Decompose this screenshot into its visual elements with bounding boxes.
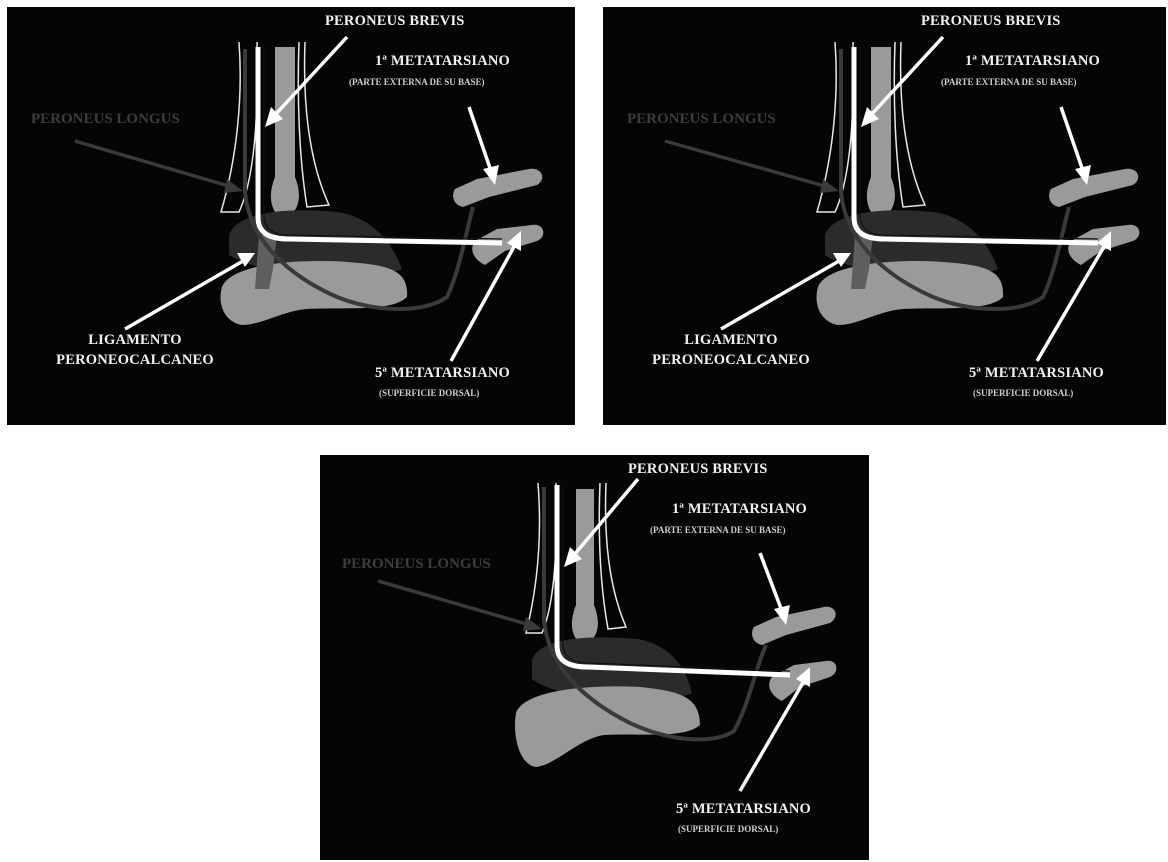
diagram-panel-2: PERONEUS BREVIS PERONEUS LONGUS 1ª METAT… bbox=[603, 7, 1166, 425]
ligament-label-line1: LIGAMENTO bbox=[35, 332, 235, 349]
tibia-outline bbox=[894, 42, 925, 207]
calcaneus-bone bbox=[221, 261, 408, 325]
metatarsal-5-sublabel: (SUPERFICIE DORSAL) bbox=[678, 824, 778, 834]
metatarsal-5-sublabel: (SUPERFICIE DORSAL) bbox=[379, 388, 479, 398]
metatarsal-1-sublabel: (PARTE EXTERNA DE SU BASE) bbox=[349, 77, 485, 87]
metatarsal-1-sublabel: (PARTE EXTERNA DE SU BASE) bbox=[941, 77, 1077, 87]
metatarsal-5-label: 5ª METATARSIANO bbox=[676, 801, 811, 818]
peroneus-longus-label: PERONEUS LONGUS bbox=[31, 111, 180, 128]
metatarsal-1-label: 1ª METATARSIANO bbox=[375, 53, 510, 70]
central-bone bbox=[867, 47, 895, 217]
metatarsal-5-label: 5ª METATARSIANO bbox=[375, 365, 510, 382]
peroneus-brevis-label: PERONEUS BREVIS bbox=[325, 13, 465, 30]
peroneus-brevis-label: PERONEUS BREVIS bbox=[628, 461, 768, 478]
arrow-peroneus-longus bbox=[75, 141, 243, 193]
metatarsal-5-sublabel: (SUPERFICIE DORSAL) bbox=[973, 388, 1073, 398]
metatarsal-1-bone bbox=[453, 169, 542, 207]
ligament-label-line1: LIGAMENTO bbox=[631, 332, 831, 349]
metatarsal-1-label: 1ª METATARSIANO bbox=[965, 53, 1100, 70]
ligament-label-line2: PERONEOCALCANEO bbox=[35, 352, 235, 369]
fibula-outline bbox=[526, 483, 556, 633]
peroneus-longus-label: PERONEUS LONGUS bbox=[342, 556, 491, 573]
metatarsal-1-bone bbox=[1049, 169, 1138, 207]
diagram-panel-3: PERONEUS BREVIS PERONEUS LONGUS 1ª METAT… bbox=[320, 455, 869, 860]
calcaneus-bone bbox=[817, 261, 1004, 325]
arrow-metatarsal-1 bbox=[469, 107, 499, 185]
tibia-outline bbox=[298, 42, 329, 207]
arrow-metatarsal-1 bbox=[760, 553, 790, 625]
diagram-panel-1: PERONEUS BREVIS PERONEUS LONGUS 1ª METAT… bbox=[7, 7, 575, 425]
calcaneus-bone bbox=[515, 686, 700, 767]
peroneus-longus-label: PERONEUS LONGUS bbox=[627, 111, 776, 128]
arrow-peroneus-longus bbox=[378, 581, 542, 631]
metatarsal-1-label: 1ª METATARSIANO bbox=[672, 501, 807, 518]
central-bone bbox=[271, 47, 299, 217]
peroneus-brevis-label: PERONEUS BREVIS bbox=[921, 13, 1061, 30]
metatarsal-5-label: 5ª METATARSIANO bbox=[969, 365, 1104, 382]
central-bone bbox=[572, 489, 598, 643]
arrow-peroneus-longus bbox=[665, 141, 839, 193]
tibia-outline bbox=[599, 483, 626, 629]
arrow-metatarsal-1 bbox=[1061, 107, 1091, 185]
ligament-label-line2: PERONEOCALCANEO bbox=[631, 352, 831, 369]
metatarsal-1-sublabel: (PARTE EXTERNA DE SU BASE) bbox=[650, 525, 786, 535]
arrow-peroneus-brevis bbox=[564, 479, 638, 567]
metatarsal-1-bone bbox=[752, 607, 836, 645]
